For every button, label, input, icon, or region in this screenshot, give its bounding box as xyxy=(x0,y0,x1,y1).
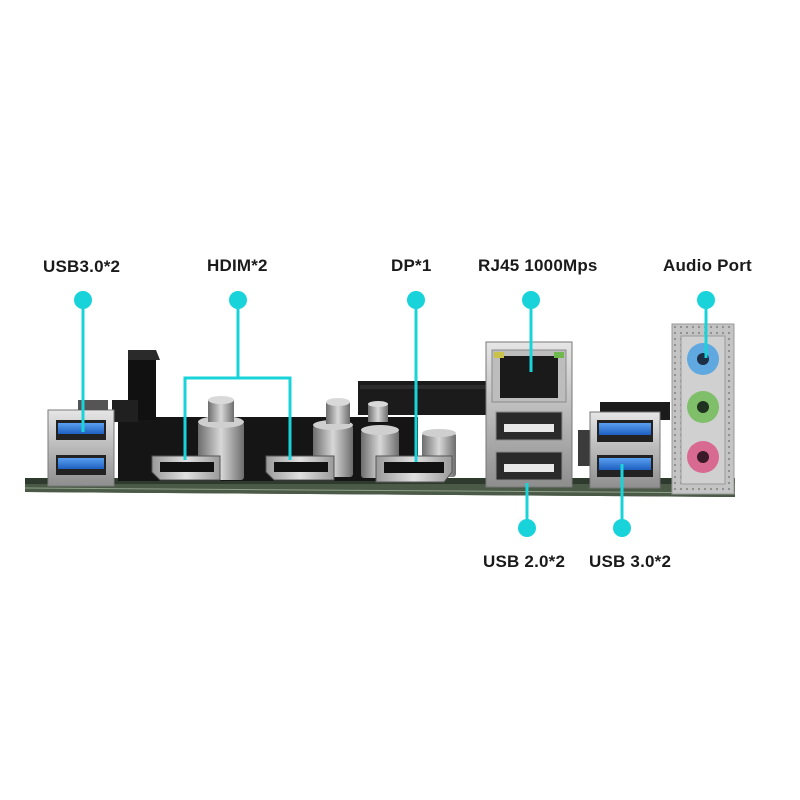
usb30-right-stack xyxy=(589,411,661,489)
callout-dots xyxy=(74,291,715,537)
usb30-left-stack xyxy=(47,400,115,487)
callout-dot-usb20 xyxy=(518,519,536,537)
callout-dot-usb30-right xyxy=(613,519,631,537)
audio-jack-mic xyxy=(687,441,719,473)
callout-dot-usb30-left xyxy=(74,291,92,309)
label-hdmi: HDIM*2 xyxy=(207,256,268,275)
callout-dot-audio xyxy=(697,291,715,309)
label-dp: DP*1 xyxy=(391,256,432,275)
callout-dot-rj45 xyxy=(522,291,540,309)
audio-jack-line-out xyxy=(687,391,719,423)
label-rj45: RJ45 1000Mps xyxy=(478,256,598,275)
callout-lines xyxy=(81,300,708,528)
rj45-usb20-stack xyxy=(485,341,573,488)
audio-jack-line-in xyxy=(687,343,719,375)
callout-dot-hdmi xyxy=(229,291,247,309)
label-usb20: USB 2.0*2 xyxy=(483,552,566,571)
displayport xyxy=(375,455,453,483)
label-usb30-right: USB 3.0*2 xyxy=(589,552,672,571)
hdmi-port-2 xyxy=(265,455,335,481)
hdmi-port-1 xyxy=(151,455,221,481)
label-audio-port: Audio Port xyxy=(663,256,752,275)
callout-dot-dp xyxy=(407,291,425,309)
label-usb30-left: USB3.0*2 xyxy=(43,257,121,276)
